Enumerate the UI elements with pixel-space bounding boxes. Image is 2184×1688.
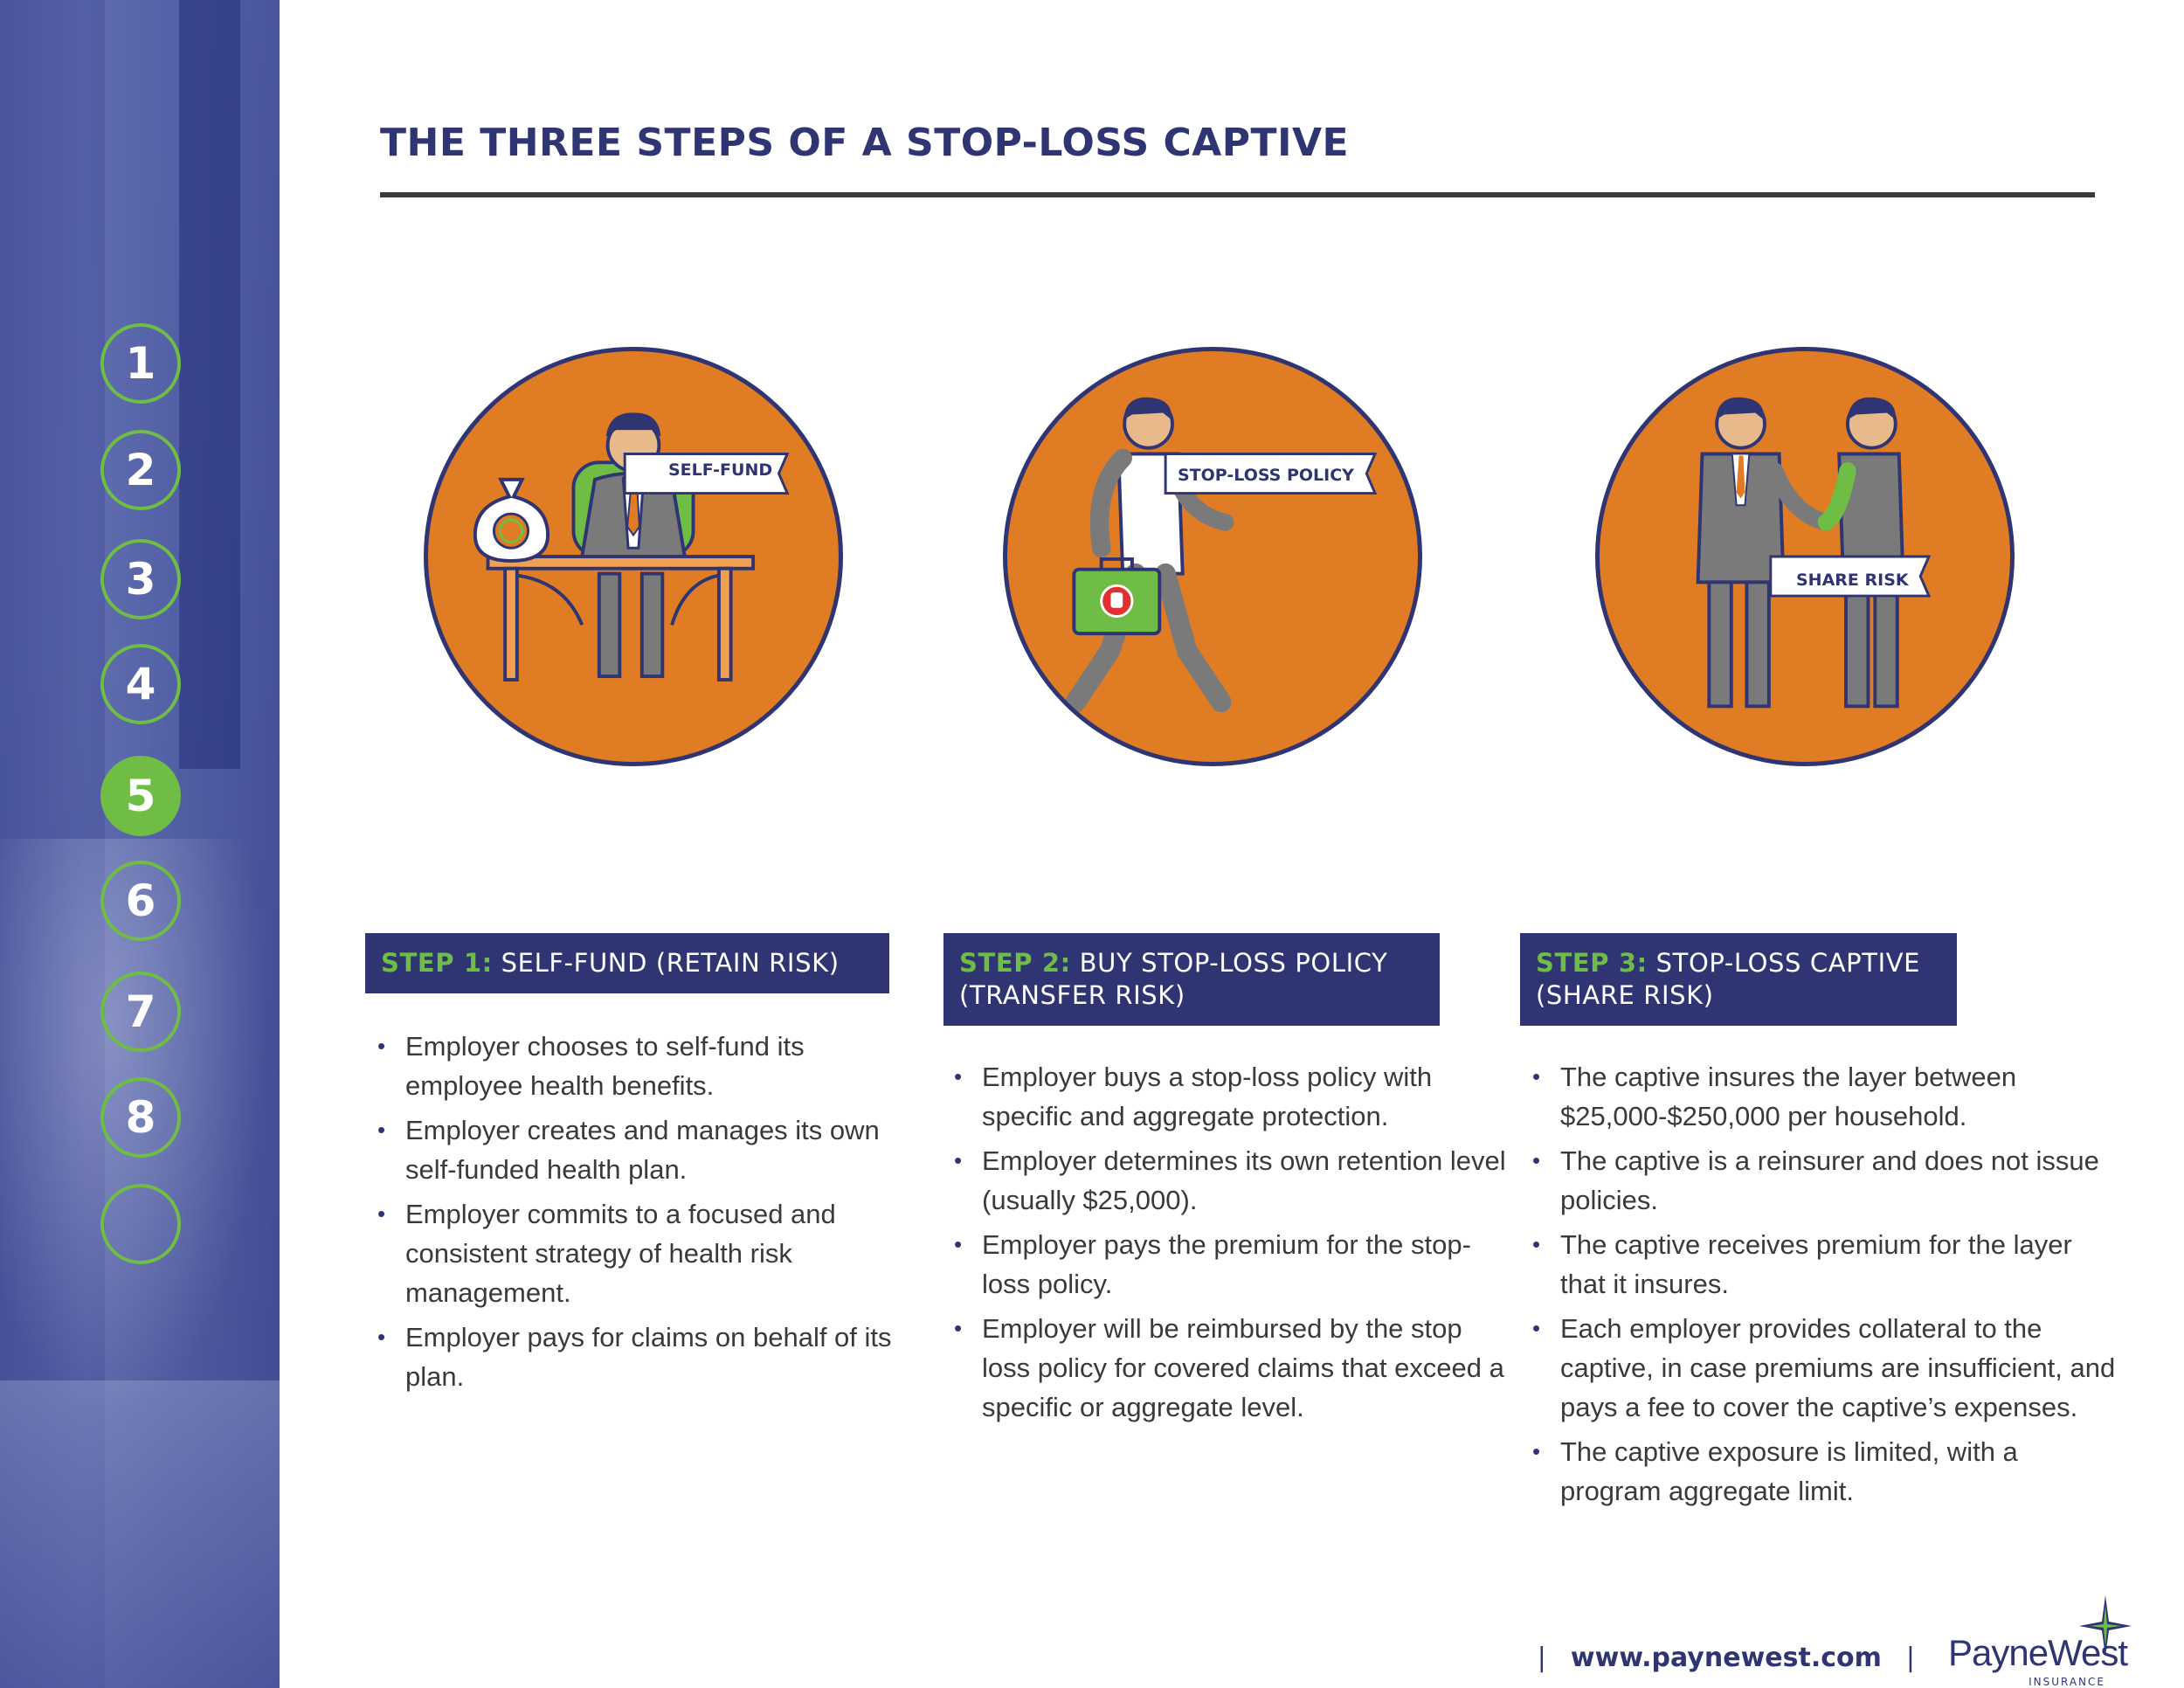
step-3-bullets: The captive insures the layer between $2… [1531,1057,2125,1516]
step-2-heading: STEP 2: BUY STOP-LOSS POLICY (TRANSFER R… [943,933,1440,1026]
paynewest-logo: PayneWest INSURANCE [1948,1595,2132,1688]
list-item: Employer buys a stop-loss policy with sp… [952,1057,1511,1136]
step-2-title-line1: BUY STOP-LOSS POLICY [1079,948,1388,978]
sidebar-photo-pillar [179,0,240,769]
page-title: THE THREE STEPS OF A STOP-LOSS CAPTIVE [380,121,1350,165]
step-1-number: STEP 1: [381,948,493,978]
footer-separator: | [1905,1642,1915,1673]
step-1-title: SELF-FUND (RETAIN RISK) [501,948,840,978]
sidebar-photo-window [0,0,105,1688]
list-item: Employer chooses to self-fund its employ… [376,1027,909,1105]
step-2-title-line2: (TRANSFER RISK) [959,980,1185,1010]
list-item: Employer will be reimbursed by the stop … [952,1309,1511,1427]
stop-loss-policy-label: STOP-LOSS POLICY [1178,466,1354,485]
share-risk-illustration: SHARE RISK [1595,347,2015,766]
list-item: Each employer provides collateral to the… [1531,1309,2125,1427]
self-fund-illustration: SELF-FUND [424,347,843,766]
website-link[interactable]: www.paynewest.com [1570,1642,1882,1673]
list-item: Employer pays the premium for the stop-l… [952,1225,1511,1304]
self-fund-label: SELF-FUND [668,460,773,480]
step-2-bullets: Employer buys a stop-loss policy with sp… [952,1057,1511,1432]
sidebar-item-7[interactable]: 7 [100,972,181,1052]
logo-subtitle: INSURANCE [2028,1676,2105,1688]
list-item: The captive insures the layer between $2… [1531,1057,2125,1136]
list-item: Employer creates and manages its own sel… [376,1110,909,1189]
sidebar-item-5[interactable]: 5 [100,756,181,836]
step-3-heading: STEP 3: STOP-LOSS CAPTIVE (SHARE RISK) [1520,933,1957,1026]
sidebar-item-9[interactable] [100,1184,181,1264]
step-1-heading: STEP 1: SELF-FUND (RETAIN RISK) [365,933,889,993]
list-item: The captive exposure is limited, with a … [1531,1432,2125,1511]
footer: | www.paynewest.com | PayneWest INSURANC… [1513,1595,2132,1688]
list-item: The captive receives premium for the lay… [1531,1225,2125,1304]
step-2-number: STEP 2: [959,948,1071,978]
sidebar-item-8[interactable]: 8 [100,1077,181,1158]
step-3-title-line2: (SHARE RISK) [1536,980,1714,1010]
sidebar-item-4[interactable]: 4 [100,644,181,724]
title-divider [380,192,2095,197]
sidebar-item-1[interactable]: 1 [100,323,181,404]
sidebar-item-2[interactable]: 2 [100,430,181,510]
list-item: Employer determines its own retention le… [952,1141,1511,1220]
sidebar-item-3[interactable]: 3 [100,539,181,619]
sidebar-photo-desk [0,1380,280,1688]
step-3-title-line1: STOP-LOSS CAPTIVE [1655,948,1921,978]
list-item: The captive is a reinsurer and does not … [1531,1141,2125,1220]
sidebar: 1 2 3 4 5 6 7 8 [0,0,280,1688]
list-item: Employer commits to a focused and consis… [376,1194,909,1312]
share-risk-label: SHARE RISK [1796,571,1909,590]
step-1-bullets: Employer chooses to self-fund its employ… [376,1027,909,1401]
step-3-number: STEP 3: [1536,948,1648,978]
compass-star-icon [2079,1595,2132,1657]
footer-separator: | [1537,1642,1546,1673]
list-item: Employer pays for claims on behalf of it… [376,1318,909,1396]
logo-wordmark: PayneWest [1948,1632,2128,1673]
stop-loss-policy-illustration: STOP-LOSS POLICY [1003,347,1422,766]
sidebar-item-6[interactable]: 6 [100,861,181,941]
